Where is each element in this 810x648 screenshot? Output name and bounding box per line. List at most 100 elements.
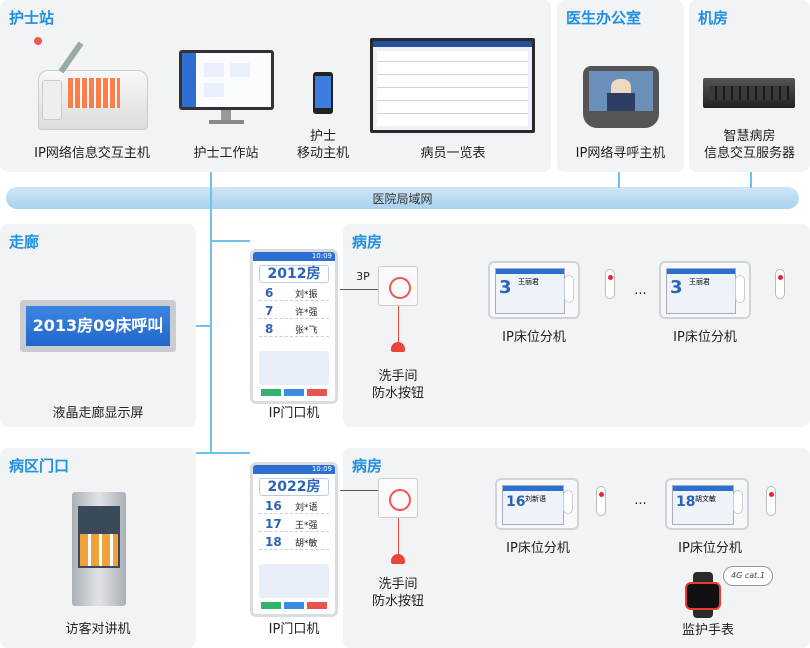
door-unit-1-doctor-photos (259, 351, 329, 385)
panel-title-ward-2: 病房 (352, 457, 383, 475)
washroom-button-1 (378, 266, 418, 306)
label-ip-info-host: IP网络信息交互主机 (34, 146, 150, 161)
door-unit-2-room: 2022房 (259, 478, 329, 496)
label-washroom-btn-1-line2: 防水按钮 (371, 386, 424, 401)
label-door-unit-1: IP门口机 (268, 406, 320, 421)
bed-unit-2: 3 王丽君 (659, 261, 751, 319)
corridor-display-device: 2013房09床呼叫 (20, 300, 176, 352)
ellipsis-1: ··· (634, 287, 647, 302)
patient-name: 张*飞 (295, 326, 318, 336)
call-pendant-2 (775, 269, 785, 299)
microphone-stalk (58, 41, 84, 74)
panel-title-ward-entrance: 病区门口 (9, 457, 70, 475)
server-device (703, 78, 795, 108)
bed-unit-knob (563, 490, 573, 514)
patient-name: 刘*振 (295, 290, 318, 300)
nurse-mobile-device (313, 72, 333, 114)
patient-name: 许*强 (295, 308, 318, 318)
call-pendant-3 (596, 486, 606, 516)
line-washroom-2 (340, 490, 378, 491)
door-unit-2-buttons (261, 602, 327, 609)
door-unit-1-bed-row: 8 张*飞 (259, 322, 329, 337)
pull-handle-2 (391, 554, 405, 564)
monitor-watch-device (685, 572, 721, 618)
bed-unit-2-number: 3 (670, 277, 683, 298)
line-corridor (196, 325, 212, 327)
bed-number: 6 (265, 286, 274, 300)
washroom-button-2 (378, 478, 418, 518)
bed-unit-1: 3 王丽君 (488, 261, 580, 319)
bed-unit-1-number: 3 (499, 277, 512, 298)
door-unit-2-header: 10:09 (253, 465, 335, 474)
door-unit-2-time: 10:09 (311, 465, 332, 473)
pull-handle-1 (391, 342, 405, 352)
line-trunk (210, 172, 212, 454)
panel-nurse-station: 护士站 IP网络信息交互主机 护士工作站 护士 移动主机 病员一览表 (0, 0, 551, 172)
panel-title-corridor: 走廊 (9, 233, 40, 251)
panel-doctor-office: 医生办公室 IP网络寻呼主机 (557, 0, 684, 172)
bed-unit-knob (564, 275, 574, 303)
door-unit-1-room: 2012房 (259, 265, 329, 283)
label-washroom-btn-1-line1: 洗手间 (378, 369, 418, 384)
bed-number: 8 (265, 322, 274, 336)
label-washroom-btn-2-line1: 洗手间 (378, 577, 418, 592)
label-bed-unit-2: IP床位分机 (673, 330, 737, 345)
bed-unit-2-name: 王丽君 (689, 278, 710, 286)
door-unit-2-bed-row: 18 胡*敏 (259, 535, 329, 550)
label-server-line2: 信息交互服务器 (703, 146, 795, 161)
door-unit-1-header: 10:09 (253, 252, 335, 261)
label-server-line1: 智慧病房 (723, 129, 776, 144)
label-nurse-workstation: 护士工作站 (193, 146, 259, 161)
line-door2 (210, 452, 250, 454)
lan-bus: 医院局域网 (6, 187, 799, 209)
label-corridor-display: 液晶走廊显示屏 (52, 406, 144, 421)
pull-cord-1 (398, 306, 399, 342)
lan-label: 医院局域网 (372, 192, 433, 206)
patient-name: 刘*语 (295, 503, 318, 513)
label-patient-overview: 病员一览表 (420, 146, 486, 161)
label-3p-cable: 3P (356, 270, 370, 283)
label-door-unit-2: IP门口机 (268, 622, 320, 637)
door-unit-1-buttons (261, 389, 327, 396)
bed-unit-1-name: 王丽君 (518, 278, 539, 286)
bed-number: 16 (265, 499, 282, 513)
call-pendant-4 (766, 486, 776, 516)
panel-title-ward-1: 病房 (352, 233, 383, 251)
panel-ward-entrance: 病区门口 访客对讲机 (0, 448, 196, 648)
visitor-intercom-device (72, 492, 126, 606)
line-door1 (210, 240, 250, 242)
nurse-workstation-device (179, 50, 274, 130)
label-bed-unit-3: IP床位分机 (506, 541, 570, 556)
door-unit-1-bed-row: 6 刘*振 (259, 286, 329, 301)
label-washroom-btn-2-line2: 防水按钮 (371, 594, 424, 609)
ip-paging-host-device (583, 66, 659, 128)
panel-title-machine-room: 机房 (698, 9, 729, 27)
bed-unit-4-name: 胡文敏 (695, 495, 716, 503)
panel-machine-room: 机房 智慧病房 信息交互服务器 (689, 0, 810, 172)
label-bed-unit-4: IP床位分机 (678, 541, 742, 556)
patient-name: 胡*敏 (295, 539, 318, 549)
watch-badge-text: 4G cat.1 (731, 571, 765, 580)
bed-number: 17 (265, 517, 282, 531)
bed-number: 18 (265, 535, 282, 549)
bed-unit-knob (735, 275, 745, 303)
call-pendant-1 (605, 269, 615, 299)
panel-title-doctor-office: 医生办公室 (566, 9, 642, 27)
bed-unit-knob (733, 490, 743, 514)
label-monitor-watch: 监护手表 (681, 623, 734, 638)
bed-unit-1-screen: 3 王丽君 (495, 268, 565, 314)
patient-overview-board (370, 38, 535, 133)
door-unit-1-time: 10:09 (311, 252, 332, 260)
door-unit-2-bed-row: 16 刘*语 (259, 499, 329, 514)
corridor-screen-text: 2013房09床呼叫 (26, 306, 170, 346)
panel-corridor: 走廊 2013房09床呼叫 液晶走廊显示屏 (0, 224, 196, 427)
label-nurse-mobile-line1: 护士 (309, 129, 336, 144)
bed-unit-3-name: 刘新语 (525, 495, 546, 503)
watch-badge: 4G cat.1 (723, 566, 773, 586)
